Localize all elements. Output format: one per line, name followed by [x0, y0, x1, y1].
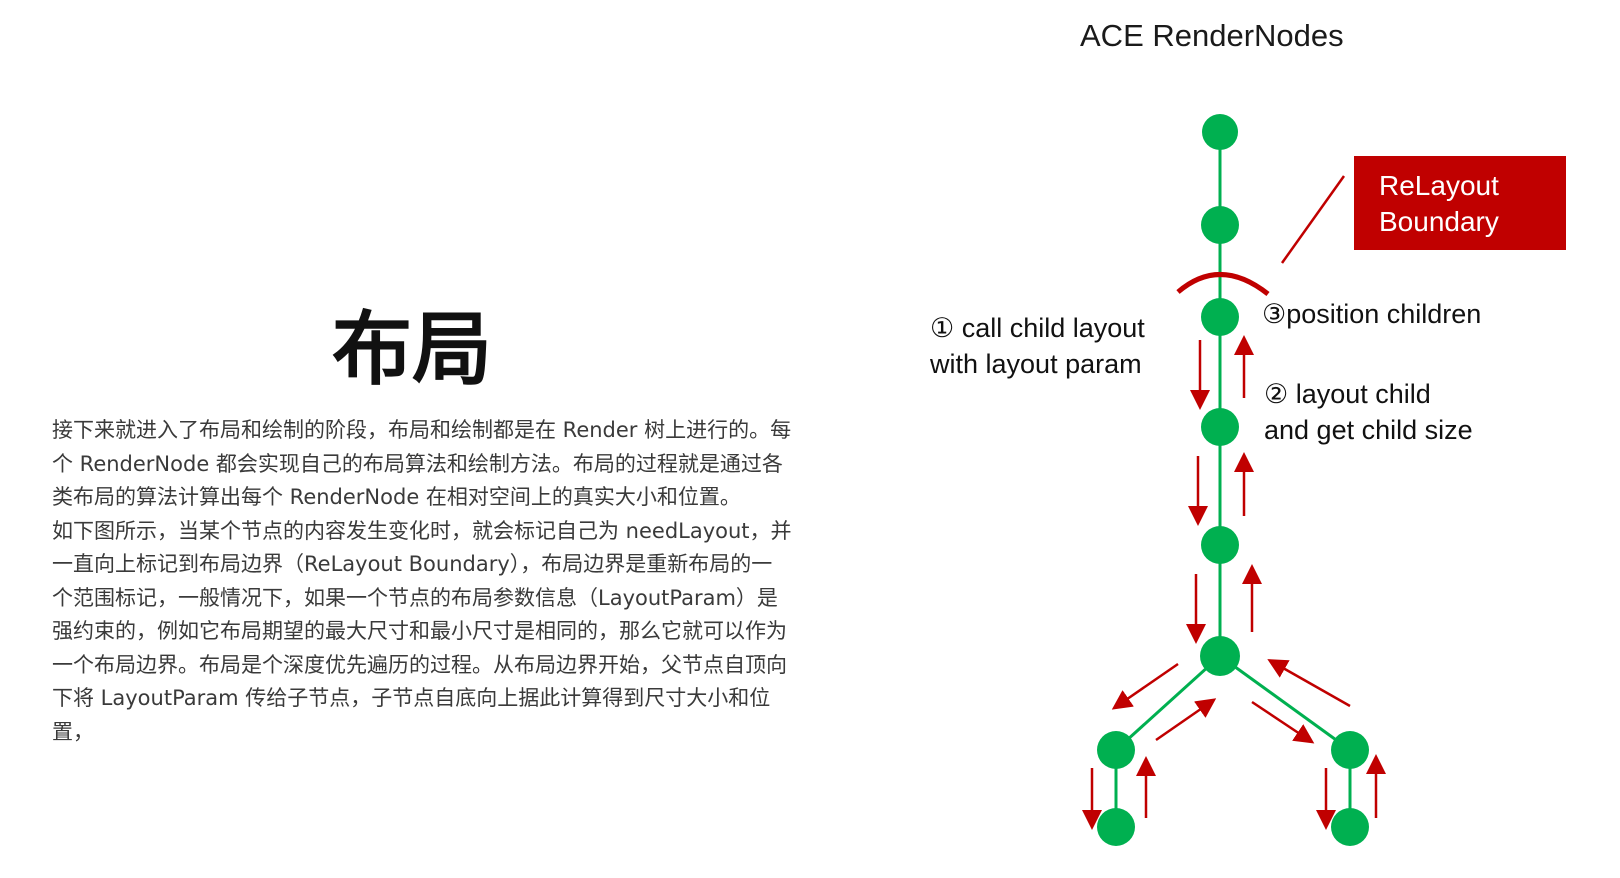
diagram-title: ACE RenderNodes [1080, 18, 1344, 53]
arrow-from-left-child [1155, 698, 1217, 742]
boundary-line-1: ReLayout [1379, 170, 1499, 201]
call-label-line-2: with layout param [930, 349, 1142, 379]
edge-left-branch [1114, 654, 1222, 752]
edge-right-branch [1219, 654, 1351, 752]
paragraph-1: 接下来就进入了布局和绘制的阶段，布局和绘制都是在 Render 树上进行的。每个… [52, 418, 792, 509]
node-4 [1201, 408, 1239, 446]
layout-label-line-1: ② layout child [1264, 379, 1431, 409]
text-panel: 布局 接下来就进入了布局和绘制的阶段，布局和绘制都是在 Render 树上进行的… [52, 300, 792, 749]
layout-child-label: ② layout child and get child size [1264, 376, 1473, 448]
arrow-from-right-child [1267, 659, 1351, 708]
page-heading: 布局 [332, 303, 492, 396]
arrow-to-left-child [1111, 662, 1179, 710]
node-branch [1200, 636, 1240, 676]
node-2 [1201, 206, 1239, 244]
node-right-child [1331, 731, 1369, 769]
position-children-label: ③position children [1262, 299, 1482, 329]
boundary-arc [1176, 272, 1270, 296]
boundary-pointer [1280, 175, 1346, 264]
node-root [1202, 114, 1238, 150]
call-label-line-1: ① call child layout [930, 313, 1145, 343]
tree-nodes [1097, 114, 1369, 846]
node-right-leaf [1331, 808, 1369, 846]
call-child-layout-label: ① call child layout with layout param [930, 310, 1145, 382]
arrow-to-right-child [1251, 700, 1315, 744]
layout-arrows [1082, 335, 1386, 830]
node-boundary [1201, 298, 1239, 336]
node-5 [1201, 526, 1239, 564]
boundary-line-2: Boundary [1379, 206, 1499, 237]
node-left-child [1097, 731, 1135, 769]
layout-label-line-2: and get child size [1264, 415, 1473, 445]
relayout-boundary-box: ReLayout Boundary [1354, 156, 1566, 250]
node-left-leaf [1097, 808, 1135, 846]
paragraph-2: 如下图所示，当某个节点的内容发生变化时，就会标记自己为 needLayout，并… [52, 518, 792, 744]
